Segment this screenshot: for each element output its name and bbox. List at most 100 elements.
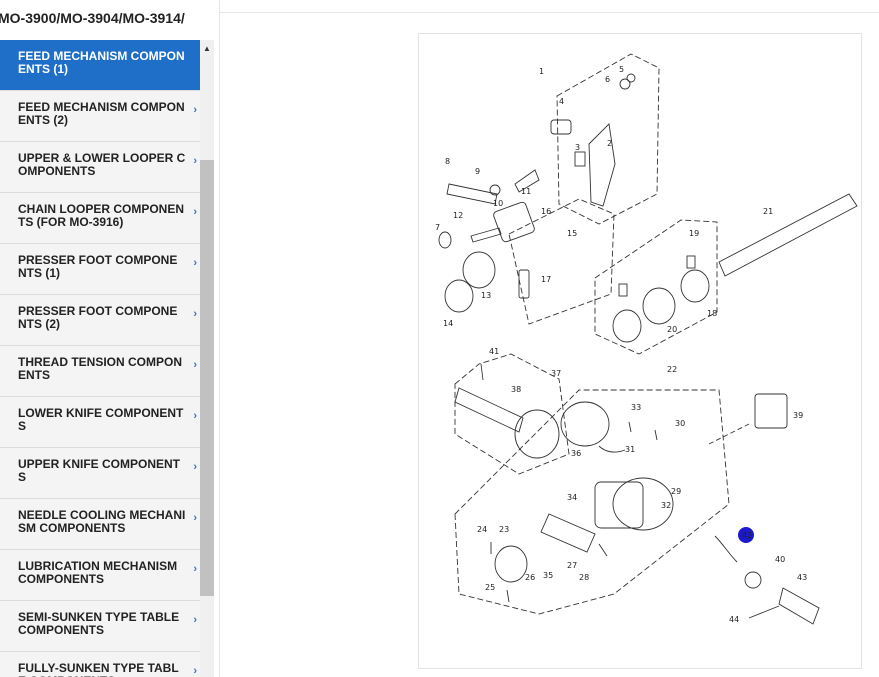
part-8-shape: [446, 183, 498, 205]
sidebar-item-label: LUBRICATION MECHANISM COMPONENTS: [18, 559, 178, 586]
sidebar-item-label: UPPER & LOWER LOOPER COMPONENTS: [18, 151, 186, 178]
part-30-shape: [654, 429, 658, 441]
part-number-2[interactable]: 2: [607, 139, 612, 148]
part-4-shape: [550, 119, 572, 135]
part-11-shape: [514, 169, 540, 193]
sidebar-item-13[interactable]: FULLY-SUNKEN TYPE TABLE COMPONENTS›: [0, 652, 200, 677]
sidebar-item-11[interactable]: LUBRICATION MECHANISM COMPONENTS ›: [0, 550, 200, 601]
part-number-41[interactable]: 41: [489, 347, 499, 356]
sidebar-menu: FEED MECHANISM COMPONENTS (1)›FEED MECHA…: [0, 40, 200, 677]
part-number-29[interactable]: 29: [671, 487, 681, 496]
sidebar-item-2[interactable]: FEED MECHANISM COMPONENTS (2)›: [0, 91, 200, 142]
sidebar-item-label: SEMI-SUNKEN TYPE TABLE COMPONENTS: [18, 610, 180, 637]
part-number-33[interactable]: 33: [631, 403, 641, 412]
part-number-15[interactable]: 15: [567, 229, 577, 238]
part-number-9[interactable]: 9: [475, 167, 480, 176]
sidebar-scroll-thumb[interactable]: [200, 160, 214, 596]
sidebar-item-12[interactable]: SEMI-SUNKEN TYPE TABLE COMPONENTS ›: [0, 601, 200, 652]
part-number-31[interactable]: 31: [625, 445, 635, 454]
group-frame-1: [556, 53, 660, 225]
part-number-32[interactable]: 32: [661, 501, 671, 510]
part-6-shape: [619, 78, 631, 90]
group-frame-15: [508, 198, 615, 325]
part-number-28[interactable]: 28: [579, 573, 589, 582]
part-number-44[interactable]: 44: [729, 615, 739, 624]
part-number-37[interactable]: 37: [551, 369, 561, 378]
sidebar-item-10[interactable]: NEEDLE COOLING MECHANISM COMPONENTS›: [0, 499, 200, 550]
group-frame-22: [454, 389, 730, 615]
part-number-26[interactable]: 26: [525, 573, 535, 582]
scroll-up-arrow-icon[interactable]: ▲: [203, 44, 211, 53]
chevron-right-icon: ›: [193, 308, 197, 320]
sidebar-item-3[interactable]: UPPER & LOWER LOOPER COMPONENTS›: [0, 142, 200, 193]
part-number-23[interactable]: 23: [499, 525, 509, 534]
part-number-13[interactable]: 13: [481, 291, 491, 300]
sidebar-item-label: FEED MECHANISM COMPONENTS (2): [18, 100, 185, 127]
part-number-24[interactable]: 24: [477, 525, 487, 534]
chevron-right-icon: ›: [193, 410, 197, 422]
part-number-12[interactable]: 12: [453, 211, 463, 220]
header-rule: [220, 12, 879, 13]
parts-diagram-svg: 1234567891011121314151617181920212223242…: [435, 53, 858, 625]
part-34-shape: [594, 481, 644, 529]
sidebar-item-4[interactable]: CHAIN LOOPER COMPONENTS (FOR MO-3916)›: [0, 193, 200, 244]
part-number-39[interactable]: 39: [793, 411, 803, 420]
part-number-38[interactable]: 38: [511, 385, 521, 394]
sidebar-item-5[interactable]: PRESSER FOOT COMPONENTS (1) ›: [0, 244, 200, 295]
part-28-shape: [598, 543, 608, 557]
part-number-14[interactable]: 14: [443, 319, 453, 328]
chevron-right-icon: ›: [193, 359, 197, 371]
part-17-shape: [518, 269, 530, 299]
part-number-7[interactable]: 7: [435, 223, 440, 232]
chevron-right-icon: ›: [193, 563, 197, 575]
part-number-21[interactable]: 21: [763, 207, 773, 216]
part-23-shape: [494, 545, 528, 583]
part-number-34[interactable]: 34: [567, 493, 577, 502]
sidebar-item-7[interactable]: THREAD TENSION COMPONENTS›: [0, 346, 200, 397]
part-number-4[interactable]: 4: [559, 97, 564, 106]
part-9-shape: [489, 184, 501, 196]
part-number-42[interactable]: 42: [742, 531, 752, 540]
group-frame-18: [594, 219, 718, 355]
part-number-5[interactable]: 5: [619, 65, 624, 74]
part-number-25[interactable]: 25: [485, 583, 495, 592]
part-number-19[interactable]: 19: [689, 229, 699, 238]
part-number-43[interactable]: 43: [797, 573, 807, 582]
part-number-27[interactable]: 27: [567, 561, 577, 570]
group-frame-37: [454, 353, 570, 475]
part-number-36[interactable]: 36: [571, 449, 581, 458]
part-19a-shape: [686, 255, 696, 269]
part-number-16[interactable]: 16: [541, 207, 551, 216]
sidebar: MO-3900/MO-3904/MO-3914/ FEED MECHANISM …: [0, 0, 214, 677]
part-number-1[interactable]: 1: [539, 67, 544, 76]
sidebar-item-label: PRESSER FOOT COMPONENTS (2): [18, 304, 178, 331]
part-14-shape: [444, 279, 474, 313]
part-number-30[interactable]: 30: [675, 419, 685, 428]
part-number-11[interactable]: 11: [521, 187, 531, 196]
chevron-right-icon: ›: [193, 614, 197, 626]
part-33-shape: [628, 421, 632, 433]
highlight-marker[interactable]: [738, 527, 754, 543]
part-number-20[interactable]: 20: [667, 325, 677, 334]
part-number-6[interactable]: 6: [605, 75, 610, 84]
chevron-right-icon: ›: [193, 206, 197, 218]
part-number-35[interactable]: 35: [543, 571, 553, 580]
part-number-8[interactable]: 8: [445, 157, 450, 166]
part-number-10[interactable]: 10: [493, 199, 503, 208]
part-19b-shape: [618, 283, 628, 297]
part-number-labels: 1234567891011121314151617181920212223242…: [435, 65, 807, 624]
chevron-right-icon: ›: [193, 257, 197, 269]
sidebar-item-1[interactable]: FEED MECHANISM COMPONENTS (1)›: [0, 40, 200, 91]
part-44-shape: [748, 605, 780, 619]
sidebar-item-9[interactable]: UPPER KNIFE COMPONENTS›: [0, 448, 200, 499]
part-number-22[interactable]: 22: [667, 365, 677, 374]
sidebar-item-6[interactable]: PRESSER FOOT COMPONENTS (2) ›: [0, 295, 200, 346]
part-number-3[interactable]: 3: [575, 143, 580, 152]
sidebar-item-label: LOWER KNIFE COMPONENTS: [18, 406, 184, 433]
part-number-17[interactable]: 17: [541, 275, 551, 284]
part-5-shape: [626, 73, 636, 83]
part-number-40[interactable]: 40: [775, 555, 785, 564]
sidebar-item-8[interactable]: LOWER KNIFE COMPONENTS ›: [0, 397, 200, 448]
part-number-18[interactable]: 18: [707, 309, 717, 318]
sidebar-item-label: PRESSER FOOT COMPONENTS (1): [18, 253, 178, 280]
